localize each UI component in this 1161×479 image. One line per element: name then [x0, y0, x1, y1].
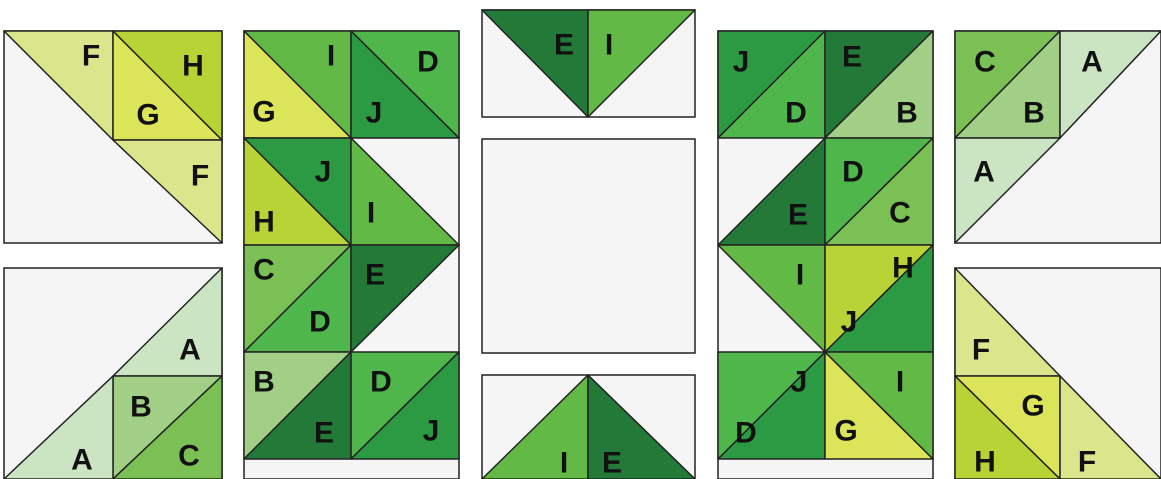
piece-label-c: C	[889, 197, 911, 230]
piece-label-b: B	[253, 366, 275, 399]
piece-label-a: A	[179, 334, 201, 367]
piece-label-e: E	[842, 41, 862, 74]
piece-label-c: C	[253, 254, 275, 287]
piece-label-e: E	[788, 199, 808, 232]
piece-label-d: D	[735, 417, 757, 450]
piece-label-b: B	[1023, 97, 1045, 130]
piece-label-g: G	[1021, 390, 1044, 423]
piece-label-i: I	[796, 259, 804, 292]
piece-label-j: J	[423, 415, 440, 448]
piece-label-d: D	[370, 366, 392, 399]
piece-label-i: I	[367, 197, 375, 230]
piece-label-d: D	[785, 97, 807, 130]
left-column-row1: I G D J	[244, 31, 459, 138]
piece-label-a: A	[973, 156, 995, 189]
piece-label-j: J	[315, 156, 332, 189]
piece-label-h: H	[974, 446, 996, 479]
piece-label-d: D	[309, 306, 331, 339]
piece-label-d: D	[417, 46, 439, 79]
piece-label-c: C	[178, 440, 200, 473]
piece-label-e: E	[314, 417, 334, 450]
piece-label-g: G	[136, 99, 159, 132]
piece-label-g: G	[834, 415, 857, 448]
piece-label-f: F	[191, 160, 209, 193]
piece-label-h: H	[182, 50, 204, 83]
piece-label-f: F	[82, 40, 100, 73]
piece-label-j: J	[791, 366, 808, 399]
piece-label-i: I	[605, 29, 613, 62]
piece-label-i: I	[560, 447, 568, 479]
piece-label-e: E	[554, 29, 574, 62]
piece-label-d: D	[842, 156, 864, 189]
piece-label-f: F	[1078, 446, 1096, 479]
piece-label-c: C	[974, 46, 996, 79]
piece-label-e: E	[602, 447, 622, 479]
piece-label-b: B	[896, 97, 918, 130]
right-column-row1: J D E B	[718, 31, 933, 138]
background-block-5	[482, 139, 695, 353]
piece-label-a: A	[71, 444, 93, 477]
piece-label-j: J	[733, 46, 750, 79]
piece-label-h: H	[253, 206, 275, 239]
piece-label-i: I	[896, 366, 904, 399]
piece-label-i: I	[327, 40, 335, 73]
piece-label-f: F	[972, 334, 990, 367]
piece-label-e: E	[365, 259, 385, 292]
left-column-row4: B E DJ	[244, 352, 459, 459]
piece-label-j: J	[366, 97, 383, 130]
piece-label-b: B	[130, 391, 152, 424]
piece-label-g: G	[252, 96, 275, 129]
right-column-row4: J D G I	[718, 352, 933, 459]
piece-label-j: J	[841, 306, 858, 339]
piece-label-h: H	[892, 252, 914, 285]
piece-label-a: A	[1081, 46, 1103, 79]
